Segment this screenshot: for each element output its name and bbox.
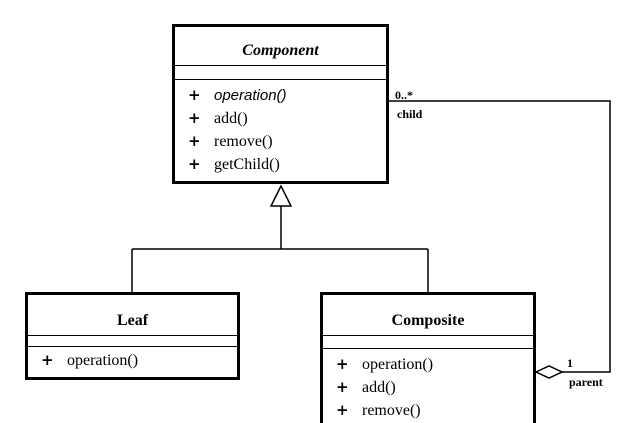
public-visibility-icon: + [336,401,349,419]
operation-name: operation() [362,356,434,373]
operation-name: remove() [362,402,421,419]
aggregation-line [389,100,611,373]
component-class-name: Component [242,42,319,59]
leaf-operations: + operation() [28,346,237,372]
operation-name: add() [362,379,396,396]
operation-row: + operation() [175,84,386,107]
parent-role-label: parent [569,375,603,389]
composite-class-name: Composite [391,312,465,329]
operation-name: add() [214,110,248,127]
parent-multiplicity-label: 1 [567,356,573,370]
component-class: Component + operation() + add() + remove… [172,24,389,184]
attributes-separator [175,65,386,79]
leaf-class-name: Leaf [116,312,149,329]
operation-row: + getChild() [175,153,386,176]
public-visibility-icon: + [188,109,201,127]
public-visibility-icon: + [188,86,201,104]
operation-row: + operation() [323,353,533,376]
public-visibility-icon: + [336,355,349,373]
leaf-class: Leaf + operation() [25,292,240,380]
generalization-arrowhead [269,184,293,207]
operation-name: getChild() [214,156,280,173]
public-visibility-icon: + [41,351,54,369]
child-role-label: child [397,107,423,121]
operation-row: + remove() [323,399,533,422]
public-visibility-icon: + [336,378,349,396]
operation-row: + remove() [175,130,386,153]
component-operations: + operation() + add() + remove() + getCh… [175,79,386,176]
public-visibility-icon: + [188,155,201,173]
child-multiplicity-label: 0..* [395,88,413,102]
composite-operations: + operation() + add() + remove() [323,348,533,422]
aggregation-diamond [534,365,564,379]
attributes-separator [28,335,237,346]
public-visibility-icon: + [188,132,201,150]
composite-class: Composite + operation() + add() + remove… [320,292,536,423]
operation-row: + add() [175,107,386,130]
operation-row: + operation() [28,349,237,372]
operation-name: remove() [214,133,273,150]
operation-name: operation() [67,352,139,369]
operation-row: + add() [323,376,533,399]
operation-name: operation() [214,87,287,104]
attributes-separator [323,335,533,348]
